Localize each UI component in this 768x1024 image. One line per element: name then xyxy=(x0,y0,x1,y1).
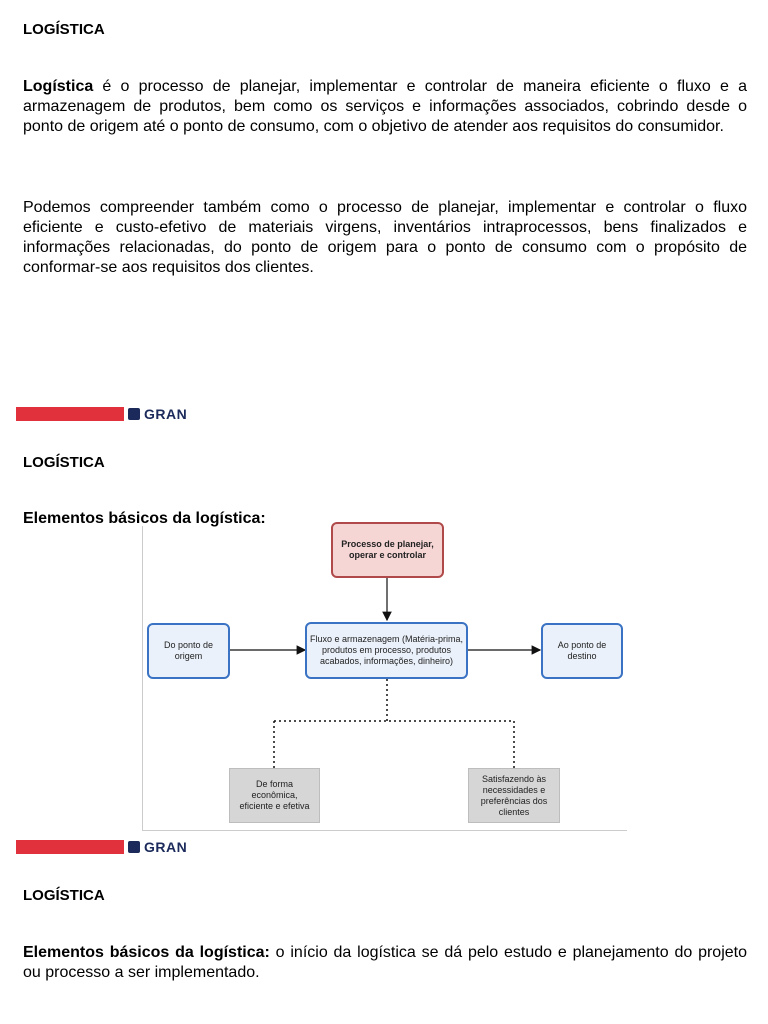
elements-term: Elementos básicos da logística: xyxy=(23,944,270,961)
brand-logo: GRAN xyxy=(128,406,187,422)
section-heading: LOGÍSTICA xyxy=(23,21,105,38)
section-heading: LOGÍSTICA xyxy=(23,454,105,471)
elements-paragraph: Elementos básicos da logística: o início… xyxy=(23,943,747,983)
brand-bar xyxy=(16,840,124,854)
definition-paragraph: Logística é o processo de planejar, impl… xyxy=(23,77,747,137)
section-subheading: Elementos básicos da logística: xyxy=(23,510,266,527)
brand-name: GRAN xyxy=(144,406,188,422)
definition-term: Logística xyxy=(23,78,94,95)
dotted-branch xyxy=(273,679,515,768)
diagram-box-efficiency: De forma econômica, eficiente e efetiva xyxy=(229,768,320,823)
definition-text: é o processo de planejar, implementar e … xyxy=(23,78,747,135)
diagram-box-flow: Fluxo e armazenagem (Matéria-prima, prod… xyxy=(305,622,468,679)
diagram-frame xyxy=(142,526,627,831)
brand-logo: GRAN xyxy=(128,839,187,855)
brand-square-icon xyxy=(128,408,140,420)
brand-square-icon xyxy=(128,841,140,853)
diagram-box-destination: Ao ponto de destino xyxy=(541,623,623,679)
diagram-box-origin: Do ponto de origem xyxy=(147,623,230,679)
brand-bar xyxy=(16,407,124,421)
alternate-definition-paragraph: Podemos compreender também como o proces… xyxy=(23,199,747,276)
elements-text: o início da logística se dá pelo estudo … xyxy=(23,944,747,981)
brand-name: GRAN xyxy=(144,839,188,855)
diagram-box-planning: Processo de planejar, operar e controlar xyxy=(331,522,444,578)
section-heading: LOGÍSTICA xyxy=(23,887,105,904)
diagram-box-customer: Satisfazendo às necessidades e preferênc… xyxy=(468,768,560,823)
